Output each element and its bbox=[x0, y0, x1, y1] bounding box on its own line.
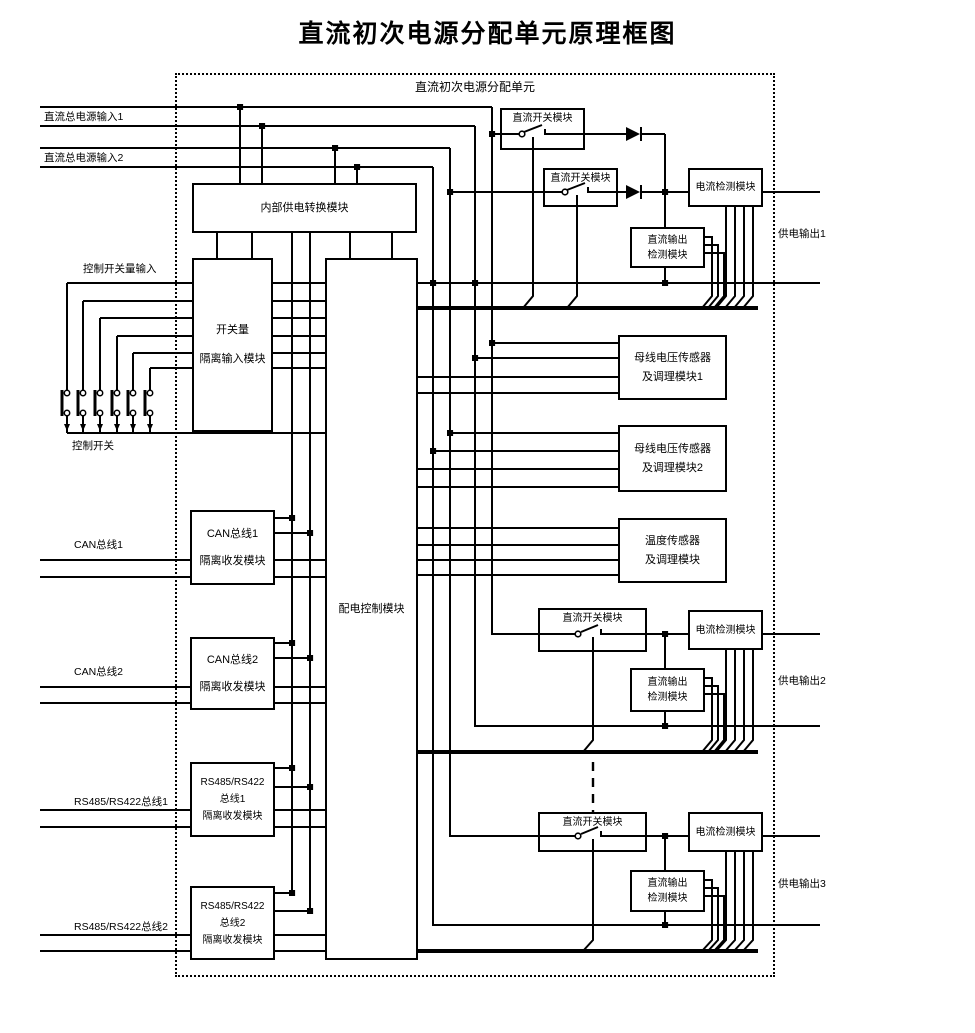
block-dc-output-detect-1: 直流输出 检测模块 bbox=[630, 227, 705, 268]
block-dc-output-detect-2: 直流输出 检测模块 bbox=[630, 668, 705, 712]
block-distribution-control: 配电控制模块 bbox=[325, 258, 418, 960]
label-can-bus-2: CAN总线2 bbox=[74, 666, 124, 678]
block-bus-voltage-sensor-1: 母线电压传感器 及调理模块1 bbox=[618, 335, 727, 400]
block-dc-switch-1: 直流开关模块 bbox=[500, 108, 585, 150]
label-can-bus-1: CAN总线1 bbox=[74, 539, 124, 551]
block-switch-isolated-input: 开关量 隔离输入模块 bbox=[192, 258, 273, 432]
block-can1-transceiver: CAN总线1 隔离收发模块 bbox=[190, 510, 275, 585]
label-control-switch: 控制开关 bbox=[72, 440, 114, 452]
label-dc-input-2: 直流总电源输入2 bbox=[44, 152, 124, 164]
block-dc-switch-3: 直流开关模块 bbox=[538, 608, 647, 652]
diode-icon bbox=[626, 127, 640, 199]
block-current-detect-1: 电流检测模块 bbox=[688, 168, 763, 207]
block-rs485-1-transceiver: RS485/RS422 总线1 隔离收发模块 bbox=[190, 762, 275, 837]
label-rs485-bus-2: RS485/RS422总线2 bbox=[74, 921, 168, 933]
control-switch-icons bbox=[60, 389, 154, 431]
block-bus-voltage-sensor-2: 母线电压传感器 及调理模块2 bbox=[618, 425, 727, 492]
label-power-output-2: 供电输出2 bbox=[778, 675, 826, 687]
block-internal-power-conversion: 内部供电转换模块 bbox=[192, 183, 417, 233]
block-temp-sensor: 温度传感器 及调理模块 bbox=[618, 518, 727, 583]
block-dc-switch-2: 直流开关模块 bbox=[543, 168, 618, 207]
block-dc-output-detect-3: 直流输出 检测模块 bbox=[630, 870, 705, 912]
block-current-detect-2: 电流检测模块 bbox=[688, 610, 763, 650]
label-rs485-bus-1: RS485/RS422总线1 bbox=[74, 796, 168, 808]
block-current-detect-3: 电流检测模块 bbox=[688, 812, 763, 852]
block-dc-switch-4: 直流开关模块 bbox=[538, 812, 647, 852]
label-dc-input-1: 直流总电源输入1 bbox=[44, 111, 124, 123]
block-rs485-2-transceiver: RS485/RS422 总线2 隔离收发模块 bbox=[190, 886, 275, 960]
page-title: 直流初次电源分配单元原理框图 bbox=[298, 21, 677, 48]
label-power-output-1: 供电输出1 bbox=[778, 228, 826, 240]
label-power-output-3: 供电输出3 bbox=[778, 878, 826, 890]
junction-dots bbox=[237, 104, 669, 928]
block-can2-transceiver: CAN总线2 隔离收发模块 bbox=[190, 637, 275, 710]
label-control-switch-input: 控制开关量输入 bbox=[83, 263, 157, 275]
unit-boundary-dashed-frame bbox=[175, 73, 775, 977]
unit-frame-label: 直流初次电源分配单元 bbox=[414, 80, 535, 94]
